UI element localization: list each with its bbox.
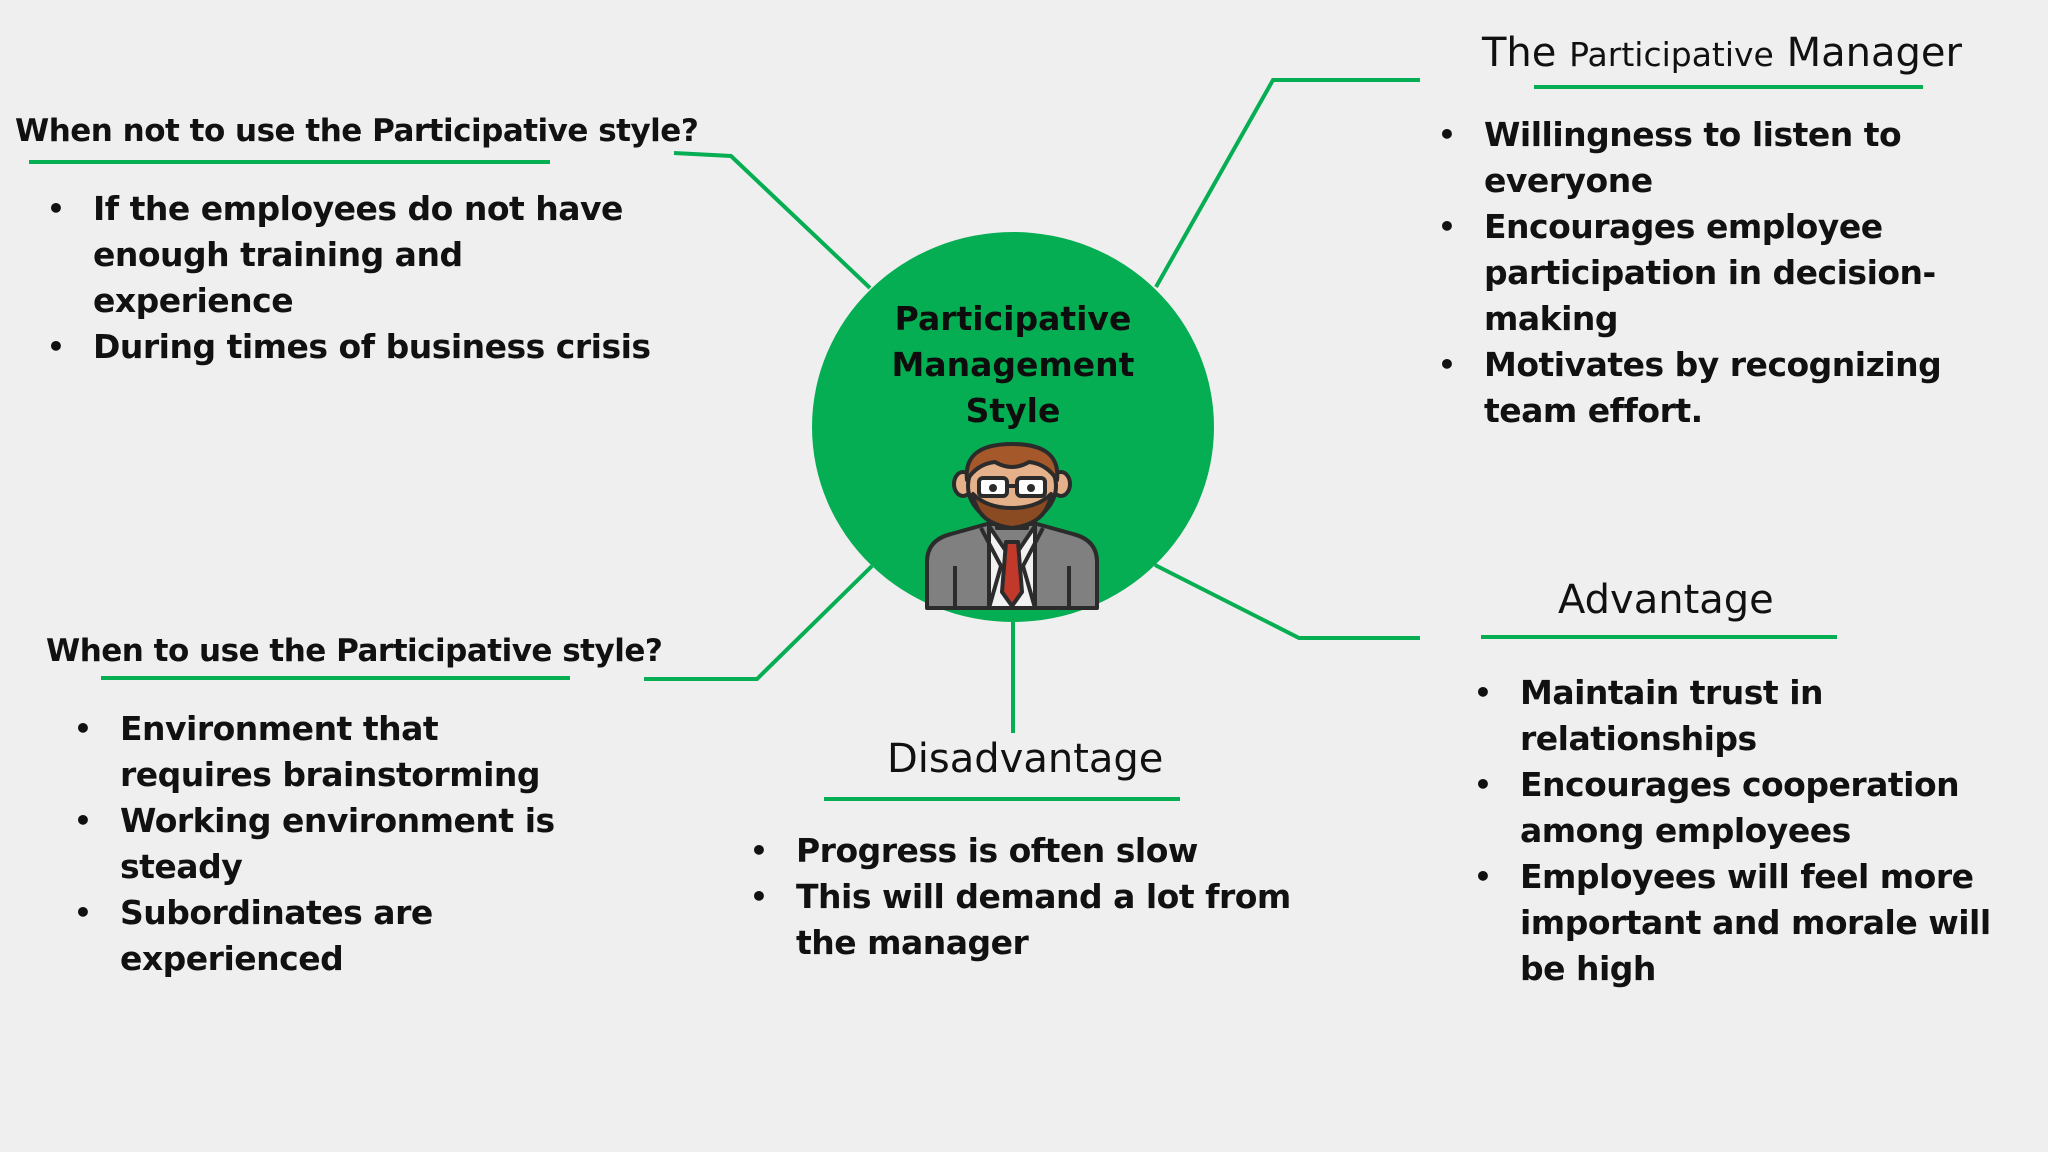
hub-title-line: Management [891,345,1135,384]
connector-when [644,564,874,681]
list-item: Subordinates are experienced [74,890,640,982]
list-item: Maintain trust in relationships [1474,670,2040,762]
heading-manager-prefix: The [1482,30,1557,76]
connector-manager [1154,78,1420,288]
heading-when: When to use the Participative style? [46,633,663,669]
heading-advantage: Advantage [1558,577,1774,623]
list-when: Environment that requires brainstorming … [74,706,640,982]
list-item: Environment that requires brainstorming [74,706,580,798]
list-disadvantage: Progress is often slow This will demand … [750,828,1316,966]
list-item: Willingness to listen to everyone [1438,112,2024,204]
list-item: Encourages employee participation in dec… [1438,204,2024,342]
list-item: Progress is often slow [750,828,1316,874]
list-item: If the employees do not have enough trai… [47,186,653,324]
list-item: Encourages cooperation among employees [1474,762,2040,854]
list-item: Working environment is steady [74,798,640,890]
hub-title: Participative Management Style [812,296,1214,434]
heading-manager-suffix: Manager [1786,30,1962,76]
hub-title-line: Participative [894,299,1132,338]
list-item: This will demand a lot from the manager [750,874,1316,966]
heading-manager: The Participative Manager [1482,30,1962,76]
manager-avatar-icon [925,442,1099,610]
list-item: Motivates by recognizing team effort. [1438,342,2024,434]
list-item: During times of business crisis [47,324,653,370]
connector-when-not [673,151,872,290]
heading-manager-mid: Participative [1569,35,1774,74]
central-hub: Participative Management Style [812,232,1214,622]
list-advantage: Maintain trust in relationships Encourag… [1474,670,2040,992]
list-manager: Willingness to listen to everyone Encour… [1438,112,2024,434]
list-when-not: If the employees do not have enough trai… [47,186,653,370]
connector-advantage [1154,563,1420,640]
hub-title-line: Style [965,391,1061,430]
heading-disadvantage: Disadvantage [887,736,1164,782]
list-item: Employees will feel more important and m… [1474,854,2010,992]
heading-when-not: When not to use the Participative style? [15,113,699,149]
